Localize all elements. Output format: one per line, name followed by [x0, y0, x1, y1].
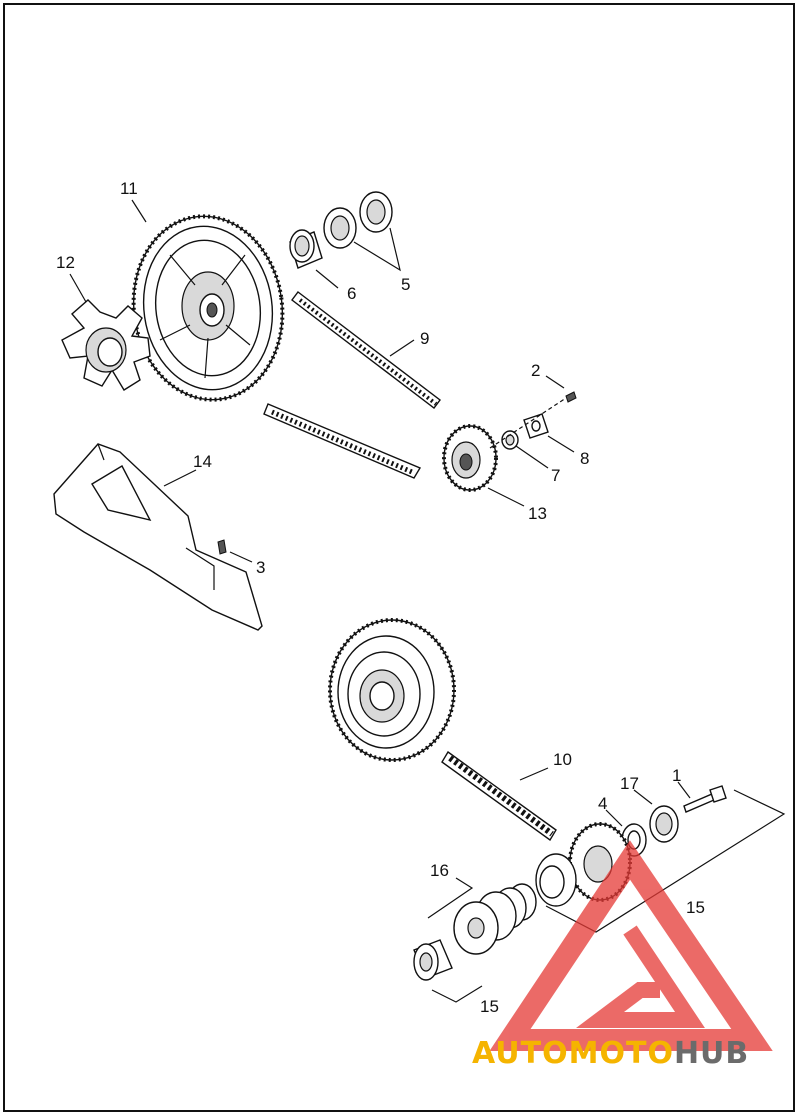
nut-7: [501, 430, 519, 450]
spacer-sleeve-6: [289, 229, 323, 269]
callout-10: 10: [553, 750, 572, 769]
callout-17: 17: [620, 774, 639, 793]
lock-plate-8: [523, 413, 549, 439]
bolt-1: [683, 785, 727, 813]
belt-guard-14: [53, 443, 263, 631]
callout-15-upper: 15: [686, 898, 705, 917]
sliding-cam-15: [413, 939, 453, 981]
diagram-frame: [3, 3, 795, 1112]
callout-8: 8: [580, 449, 589, 468]
callout-3: 3: [256, 558, 265, 577]
callout-9: 9: [420, 329, 429, 348]
compensator-cover: [535, 853, 577, 907]
rear-pulley-11: [131, 214, 285, 402]
watermark-auto: AUTO: [472, 1036, 569, 1071]
callout-1: 1: [672, 766, 681, 785]
watermark-hub: HUB: [673, 1036, 750, 1071]
automotohub-logo-triangle: [489, 840, 773, 1051]
watermark-moto: MOTO: [568, 1036, 674, 1071]
callout-16: 16: [430, 861, 449, 880]
callout-14: 14: [193, 452, 212, 471]
screw-2: [565, 391, 577, 403]
automotohub-watermark: AUTOMOTOHUB: [472, 1036, 792, 1072]
callout-12: 12: [56, 253, 75, 272]
spacer-17: [649, 805, 679, 843]
front-sprocket-13: [442, 424, 498, 492]
primary-chain-10: [441, 750, 557, 842]
callout-7: 7: [551, 466, 560, 485]
leader-lines: [69, 199, 786, 1003]
callout-4: 4: [598, 794, 607, 813]
callout-5: 5: [401, 275, 410, 294]
callout-15-lower: 15: [480, 997, 499, 1016]
callout-13: 13: [528, 504, 547, 523]
drive-belt-9: [263, 291, 441, 479]
bearings-5: [323, 191, 393, 249]
callout-6: 6: [347, 284, 356, 303]
clutch-basket: [328, 618, 456, 762]
fan-12: [61, 299, 151, 391]
callout-2: 2: [531, 361, 540, 380]
spring-pack-16: [453, 883, 537, 955]
screw-3: [217, 539, 227, 555]
callout-11: 11: [120, 179, 138, 198]
